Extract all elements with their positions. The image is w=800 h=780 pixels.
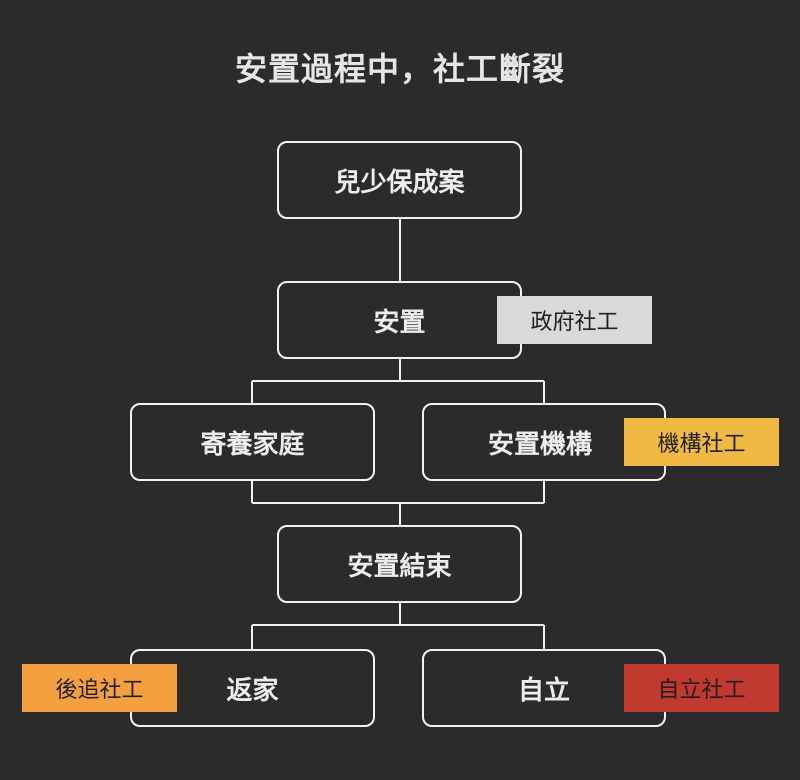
tag-independence-social-worker: 自立社工 bbox=[624, 664, 779, 712]
node-placement-end: 安置結束 bbox=[277, 525, 522, 603]
tag-follow-up-social-worker: 後追社工 bbox=[22, 664, 177, 712]
diagram-title: 安置過程中，社工斷裂 bbox=[234, 50, 565, 88]
node-root: 兒少保成案 bbox=[277, 141, 522, 219]
tag-institution-social-worker: 機構社工 bbox=[624, 418, 779, 466]
node-return-home: 返家 bbox=[130, 649, 375, 727]
tag-gov-social-worker: 政府社工 bbox=[497, 296, 652, 344]
node-institution: 安置機構 bbox=[422, 403, 666, 481]
node-foster-family: 寄養家庭 bbox=[130, 403, 375, 481]
node-placement: 安置 bbox=[277, 281, 522, 359]
